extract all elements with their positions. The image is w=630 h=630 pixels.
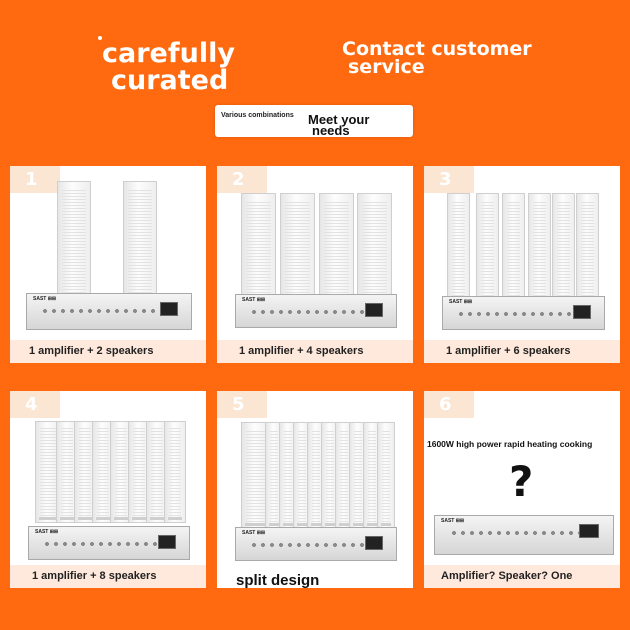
speaker-column (164, 421, 186, 523)
decorative-dot (98, 36, 102, 40)
tagline-big-line1: Meet your (308, 112, 370, 127)
speaker-column (280, 193, 315, 303)
header-curated: carefully curated (102, 40, 235, 94)
amplifier-unit: SAST ⊞⊞ (442, 296, 605, 330)
header-curated-line1: carefully (102, 38, 235, 69)
panel-caption: 1 amplifier + 6 speakers (424, 340, 620, 363)
panel-4[interactable]: 4 SAST ⊞⊞ 1 amplifier + 8 speakers (10, 391, 206, 588)
speaker-column (357, 193, 392, 303)
speaker-column (476, 193, 499, 303)
panel-number: 4 (25, 394, 38, 415)
panel-caption-text: Amplifier? Speaker? One (441, 570, 573, 582)
speaker-column (123, 181, 157, 303)
panel-number-badge: 1 (10, 166, 60, 193)
panel-5[interactable]: 5 SAST ⊞⊞ split design (217, 391, 413, 589)
amp-brand-label: SAST ⊞⊞ (441, 518, 465, 524)
panel-caption-text: 1 amplifier + 4 speakers (239, 345, 364, 357)
speaker-column (502, 193, 525, 303)
speaker-column (576, 193, 599, 303)
speaker-column (377, 422, 395, 529)
panel-caption: 1 amplifier + 4 speakers (217, 340, 413, 363)
panel-caption-text: split design (236, 572, 320, 589)
speaker-column (528, 193, 551, 303)
amplifier-unit: SAST ⊞⊞ (434, 515, 614, 555)
speaker-column (128, 421, 150, 523)
speaker-column (447, 193, 470, 303)
panel-number-badge: 2 (217, 166, 267, 193)
speaker-column (74, 421, 96, 523)
panel-caption: 1 amplifier + 2 speakers (10, 340, 206, 363)
panel-number: 1 (25, 169, 38, 190)
speaker-column (241, 193, 276, 303)
speaker-column (552, 193, 575, 303)
tagline-big: Meet your needs (308, 112, 370, 138)
panel-2[interactable]: 2 SAST ⊞⊞ 1 amplifier + 4 speakers (217, 166, 413, 363)
amp-brand-label: SAST ⊞⊞ (35, 529, 59, 535)
panel-number-badge: 5 (217, 391, 267, 418)
panel-caption-text: 1 amplifier + 2 speakers (29, 345, 154, 357)
panel-number-badge: 4 (10, 391, 60, 418)
amplifier-unit: SAST ⊞⊞ (28, 526, 190, 560)
panel-caption: Amplifier? Speaker? One (424, 565, 620, 588)
header-curated-line2: curated (111, 65, 229, 96)
header-contact[interactable]: Contact customer service (342, 38, 532, 78)
amp-brand-label: SAST ⊞⊞ (449, 299, 473, 305)
panel-6[interactable]: 6 1600W high power rapid heating cooking… (424, 391, 620, 588)
panel-headline: 1600W high power rapid heating cooking (427, 439, 593, 449)
speaker-column (319, 193, 354, 303)
amplifier-unit: SAST ⊞⊞ (235, 527, 397, 561)
tagline-box: Various combinations Meet your needs (215, 105, 413, 137)
amp-brand-label: SAST ⊞⊞ (33, 296, 57, 302)
panel-number: 3 (439, 169, 452, 190)
amplifier-unit: SAST ⊞⊞ (26, 293, 192, 330)
panel-number: 6 (439, 394, 452, 415)
panel-number: 2 (232, 169, 245, 190)
panel-number-badge: 6 (424, 391, 474, 418)
header-contact-line1: Contact customer (342, 38, 532, 60)
amp-brand-label: SAST ⊞⊞ (242, 297, 266, 303)
amp-brand-label: SAST ⊞⊞ (242, 530, 266, 536)
panel-number: 5 (232, 394, 245, 415)
panel-3[interactable]: 3 SAST ⊞⊞ 1 amplifier + 6 speakers (424, 166, 620, 363)
panel-number-badge: 3 (424, 166, 474, 193)
speaker-column (57, 181, 91, 303)
tagline-small: Various combinations (221, 112, 294, 119)
panel-caption-text: 1 amplifier + 8 speakers (32, 570, 157, 582)
speaker-column (92, 421, 114, 523)
amplifier-unit: SAST ⊞⊞ (235, 294, 397, 328)
header-contact-line2: service (348, 56, 425, 78)
panel-1[interactable]: 1 SAST ⊞⊞ 1 amplifier + 2 speakers (10, 166, 206, 363)
question-mark-icon: ? (509, 457, 534, 506)
tagline-big-line2: needs (312, 123, 350, 138)
panel-caption-text: 1 amplifier + 6 speakers (446, 345, 571, 357)
panel-caption: 1 amplifier + 8 speakers (10, 565, 206, 588)
